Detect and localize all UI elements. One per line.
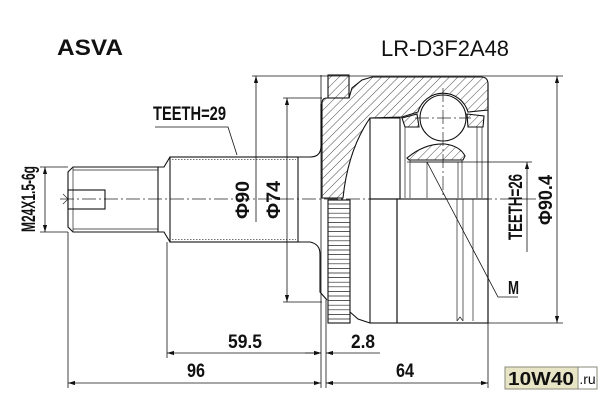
dim-96: 96 (187, 361, 205, 382)
extension-lines (40, 75, 563, 388)
dimension-lines (42, 76, 560, 386)
dim-2-8: 2.8 (351, 332, 375, 353)
teeth-26-label: TEETH=26 (506, 174, 527, 240)
watermark-suffix: .ru (579, 371, 595, 387)
outer-race-section (321, 74, 489, 323)
m-label: M (508, 278, 519, 298)
cage-left (401, 113, 420, 128)
teeth29-leader (155, 126, 238, 156)
thread-spec-label: M24X1.5-6g (19, 166, 40, 232)
dia-90-4-label: Φ90.4 (536, 175, 557, 225)
inner-race (406, 143, 466, 161)
m-leader (426, 161, 518, 298)
dim-59-5: 59.5 (228, 332, 262, 353)
watermark-logo: 10W40 .ru (504, 366, 598, 390)
watermark-main: 10W40 (508, 369, 574, 389)
part-number: LR-D3F2A48 (381, 36, 509, 61)
abs-tone-ring (327, 199, 351, 324)
outer-race-exterior (327, 198, 489, 324)
brand-label: ASVA (57, 35, 123, 60)
dim-64: 64 (396, 361, 414, 382)
dia-74-label: Φ74 (264, 181, 285, 219)
teeth-29-label: TEETH=29 (153, 104, 226, 125)
dia-90-label: Φ90 (233, 181, 254, 219)
cage-right (466, 113, 485, 128)
shaft-slot (67, 189, 106, 210)
threaded-stub (62, 156, 171, 243)
